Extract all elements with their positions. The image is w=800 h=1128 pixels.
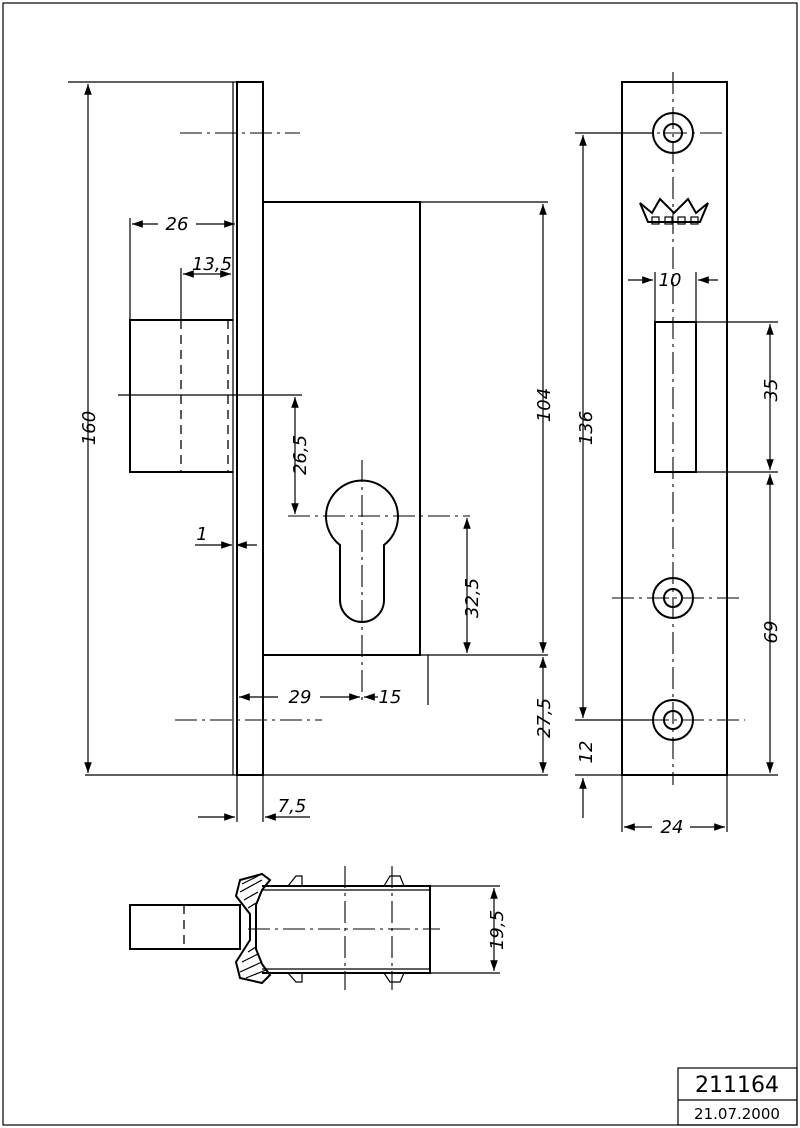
faceplate-section (234, 872, 272, 985)
drawing-number: 211164 (695, 1073, 779, 1098)
dim-27-5: 27,5 (534, 698, 555, 738)
dim-26-5: 26,5 (290, 435, 311, 475)
dim-32-5: 32,5 (462, 578, 483, 618)
side-view: 160 26 13,5 26,5 1 104 32,5 27,5 29 (68, 81, 555, 822)
cylinder-hole (325, 479, 399, 623)
dim-136: 136 (576, 411, 597, 445)
faceplate-front (621, 81, 728, 776)
dim-29: 29 (289, 687, 312, 708)
dim-10: 10 (659, 270, 682, 291)
dim-7-5: 7,5 (278, 796, 307, 817)
dim-26: 26 (166, 214, 189, 235)
title-block: 211164 21.07.2000 (677, 1067, 798, 1126)
front-view: 136 12 10 35 69 24 (575, 72, 782, 838)
dim-104: 104 (534, 388, 555, 422)
dim-1: 1 (196, 524, 207, 545)
bolt-stub (129, 904, 241, 950)
drawing-date: 21.07.2000 (694, 1105, 780, 1123)
dim-24: 24 (661, 817, 684, 838)
dim-19-5: 19,5 (487, 910, 508, 950)
dim-69: 69 (761, 621, 782, 644)
dim-12: 12 (576, 741, 597, 764)
crown-icon (639, 197, 709, 225)
faceplate (236, 81, 264, 776)
dim-15: 15 (379, 687, 402, 708)
dim-160: 160 (79, 411, 100, 445)
lock-case (263, 201, 421, 656)
bolt-opening (654, 321, 697, 473)
dim-13-5: 13,5 (192, 254, 232, 275)
top-view: 19,5 (129, 866, 508, 990)
dim-35: 35 (761, 379, 782, 402)
